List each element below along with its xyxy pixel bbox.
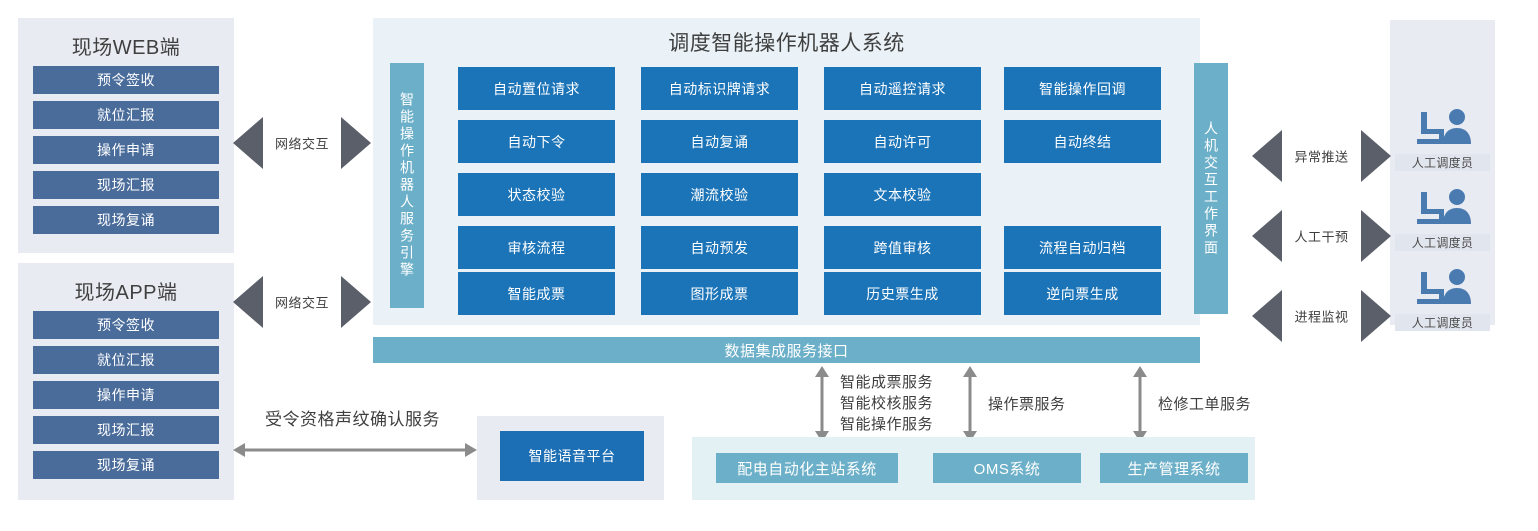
app-item-0[interactable]: 预令签收	[33, 311, 219, 339]
fn-flow-auto-archive[interactable]: 流程自动归档	[1004, 226, 1161, 269]
dispatcher-arrow-0: 异常推送	[1252, 126, 1391, 186]
fn-auto-order[interactable]: 自动下令	[458, 120, 615, 163]
web-item-2[interactable]: 操作申请	[33, 136, 219, 164]
web-item-0[interactable]: 预令签收	[33, 66, 219, 94]
client-panel-web-title: 现场WEB端	[71, 37, 181, 59]
dispatcher-arrow-1: 人工干预	[1252, 206, 1391, 266]
fn-auto-sign-request[interactable]: 自动标识牌请求	[641, 67, 798, 110]
main-system-title: 调度智能操作机器人系统	[668, 32, 905, 55]
fn-auto-pre-issue[interactable]: 自动预发	[641, 226, 798, 269]
dispatcher-panel	[1390, 20, 1495, 325]
system-pms[interactable]: 生产管理系统	[1100, 453, 1248, 483]
voice-platform-box[interactable]: 智能语音平台	[500, 431, 644, 481]
network-arrow-app: 网络交互	[233, 272, 371, 332]
fn-reverse-ticket[interactable]: 逆向票生成	[1004, 272, 1161, 315]
voice-service-arrow	[233, 440, 477, 460]
service-arrow-2	[960, 366, 980, 442]
hmi-column: 人机交互工作界面	[1194, 63, 1228, 314]
app-item-2[interactable]: 操作申请	[33, 381, 219, 409]
fn-state-check[interactable]: 状态校验	[458, 173, 615, 216]
fn-text-check[interactable]: 文本校验	[824, 173, 981, 216]
service-engine-column: 智能操作机器人服务引擎	[390, 63, 424, 308]
service-arrow-3	[1130, 366, 1150, 442]
app-item-3[interactable]: 现场汇报	[33, 416, 219, 444]
system-oms[interactable]: OMS系统	[933, 453, 1081, 483]
service-label-1: 智能成票服务 智能校核服务 智能操作服务	[840, 372, 933, 435]
web-item-1[interactable]: 就位汇报	[33, 101, 219, 129]
fn-graphic-ticket[interactable]: 图形成票	[641, 272, 798, 315]
dispatcher-2-label: 人工调度员	[1395, 314, 1490, 331]
network-arrow-web: 网络交互	[233, 113, 371, 173]
dispatcher-2: 人工调度员	[1395, 268, 1490, 331]
operator-at-console-icon	[1395, 188, 1490, 233]
fn-auto-remote-request[interactable]: 自动遥控请求	[824, 67, 981, 110]
fn-history-ticket[interactable]: 历史票生成	[824, 272, 981, 315]
web-item-4[interactable]: 现场复诵	[33, 206, 219, 234]
dispatcher-1: 人工调度员	[1395, 188, 1490, 251]
operator-at-console-icon	[1395, 108, 1490, 153]
fn-cross-shift-review[interactable]: 跨值审核	[824, 226, 981, 269]
fn-auto-repeat[interactable]: 自动复诵	[641, 120, 798, 163]
dispatcher-0: 人工调度员	[1395, 108, 1490, 171]
fn-smart-ticket[interactable]: 智能成票	[458, 272, 615, 315]
web-item-3[interactable]: 现场汇报	[33, 171, 219, 199]
client-panel-app-title: 现场APP端	[74, 282, 178, 304]
dispatcher-1-label: 人工调度员	[1395, 234, 1490, 251]
fn-auto-permit[interactable]: 自动许可	[824, 120, 981, 163]
service-arrow-1	[812, 366, 832, 442]
service-label-3: 检修工单服务	[1158, 396, 1252, 413]
system-dms[interactable]: 配电自动化主站系统	[716, 453, 898, 483]
fn-auto-terminate[interactable]: 自动终结	[1004, 120, 1161, 163]
operator-at-console-icon	[1395, 268, 1490, 313]
data-integration-bar: 数据集成服务接口	[373, 337, 1200, 363]
service-label-2: 操作票服务	[988, 396, 1066, 413]
dispatcher-arrow-2: 进程监视	[1252, 286, 1391, 346]
voice-service-label: 受令资格声纹确认服务	[265, 410, 440, 429]
fn-auto-position-request[interactable]: 自动置位请求	[458, 67, 615, 110]
fn-review-flow[interactable]: 审核流程	[458, 226, 615, 269]
fn-smart-operation-callback[interactable]: 智能操作回调	[1004, 67, 1161, 110]
app-item-1[interactable]: 就位汇报	[33, 346, 219, 374]
service-label-1-line-0: 智能成票服务 智能校核服务 智能操作服务	[840, 374, 934, 433]
fn-powerflow-check[interactable]: 潮流校验	[641, 173, 798, 216]
app-item-4[interactable]: 现场复诵	[33, 451, 219, 479]
dispatcher-0-label: 人工调度员	[1395, 154, 1490, 171]
